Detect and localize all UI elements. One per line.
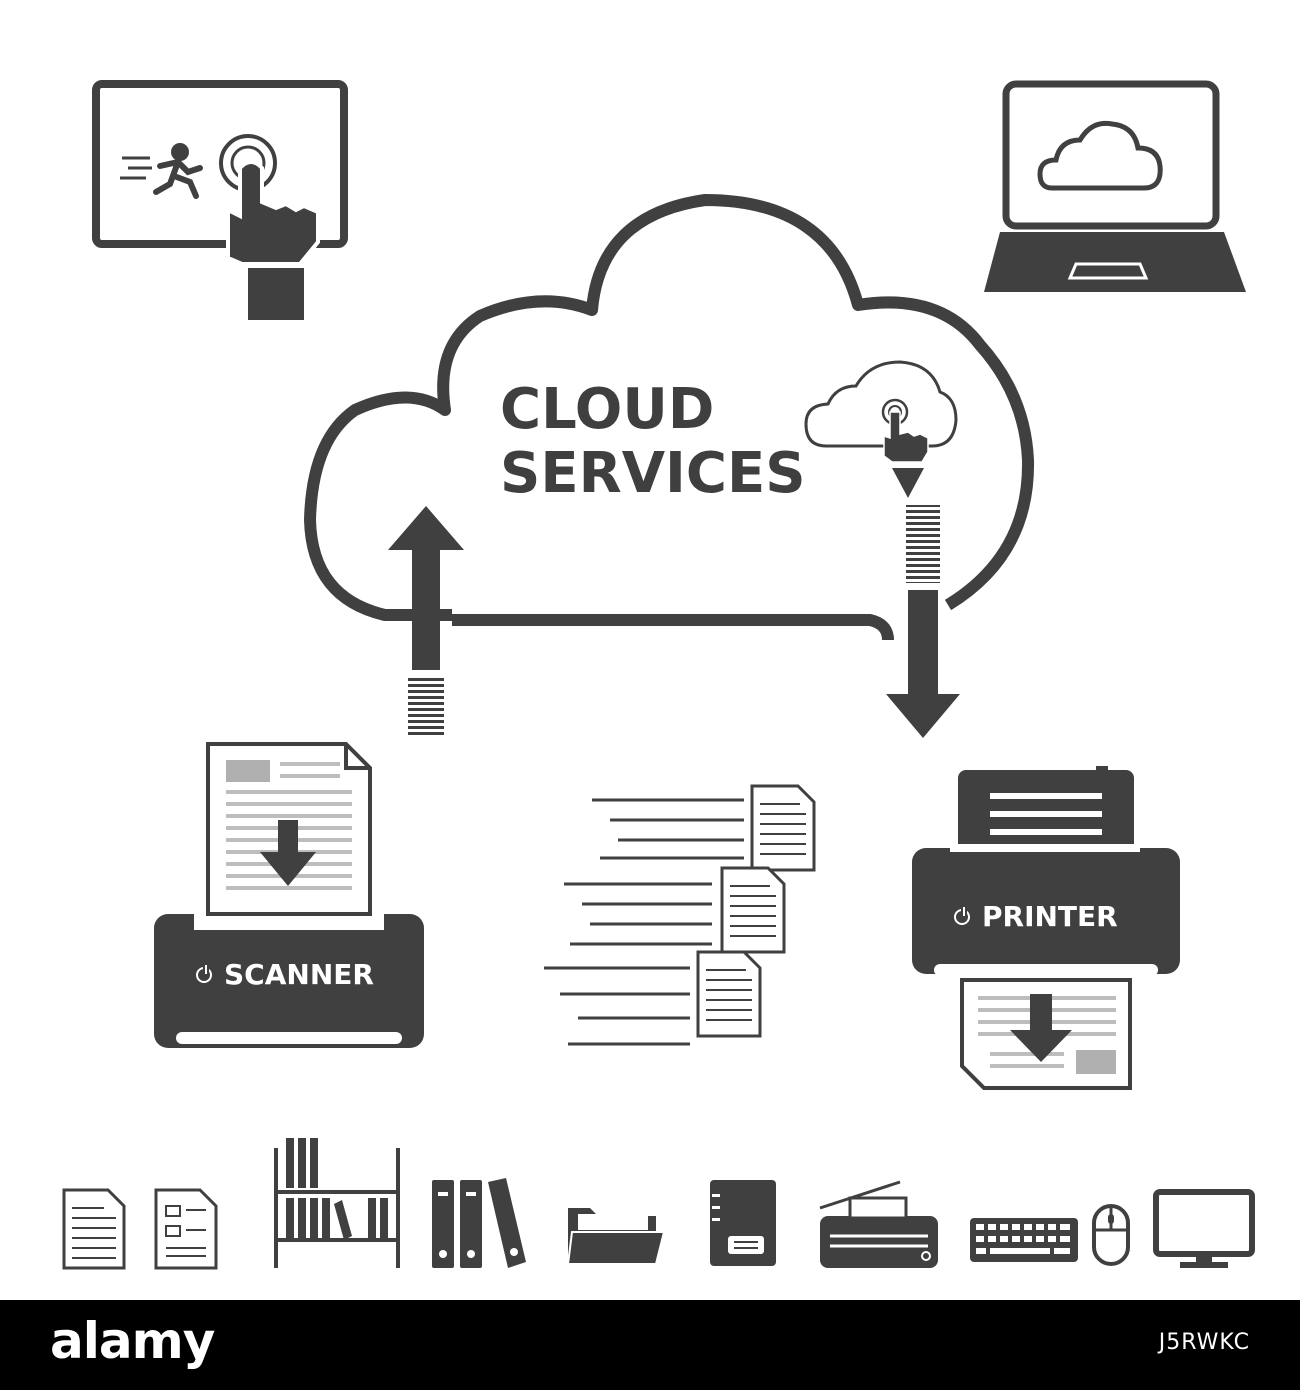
flying-documents-icon [544,784,816,1046]
binders-icon [432,1178,526,1268]
monitor-icon [1153,1189,1255,1268]
form-document-icon [154,1188,218,1270]
printer-icon [912,766,1180,1090]
power-icon [954,906,970,925]
notebook-icon [710,1180,776,1266]
folder-icon [566,1208,666,1265]
title-line-1: CLOUD [500,377,715,442]
cloud-touch-icon [804,360,958,498]
brand-logo: alamy [50,1312,215,1370]
scanner-label-text: SCANNER [224,958,374,991]
scanner-label: SCANNER [196,958,374,991]
upload-arrow-icon [388,506,464,736]
illustration [62,80,1255,1270]
touchscreen-tablet-icon [92,80,348,320]
printer-label: PRINTER [954,900,1118,933]
fax-machine-icon [819,1180,938,1268]
title-line-2: SERVICES [500,441,806,506]
laptop-cloud-icon [984,80,1246,292]
bookshelf-icon [274,1138,400,1268]
printer-label-text: PRINTER [982,900,1118,933]
keyboard-icon [970,1218,1078,1262]
stock-id: J5RWKC [1158,1330,1250,1355]
cloud-services-title: CLOUD SERVICES [500,378,880,506]
document-icon [62,1188,126,1270]
power-icon [196,964,212,983]
cloud-outline [304,194,1035,641]
watermark-footer: alamy J5RWKC [0,1300,1300,1390]
download-arrow-icon [886,505,960,738]
mouse-icon [1092,1204,1130,1266]
scanner-icon [154,742,424,1048]
